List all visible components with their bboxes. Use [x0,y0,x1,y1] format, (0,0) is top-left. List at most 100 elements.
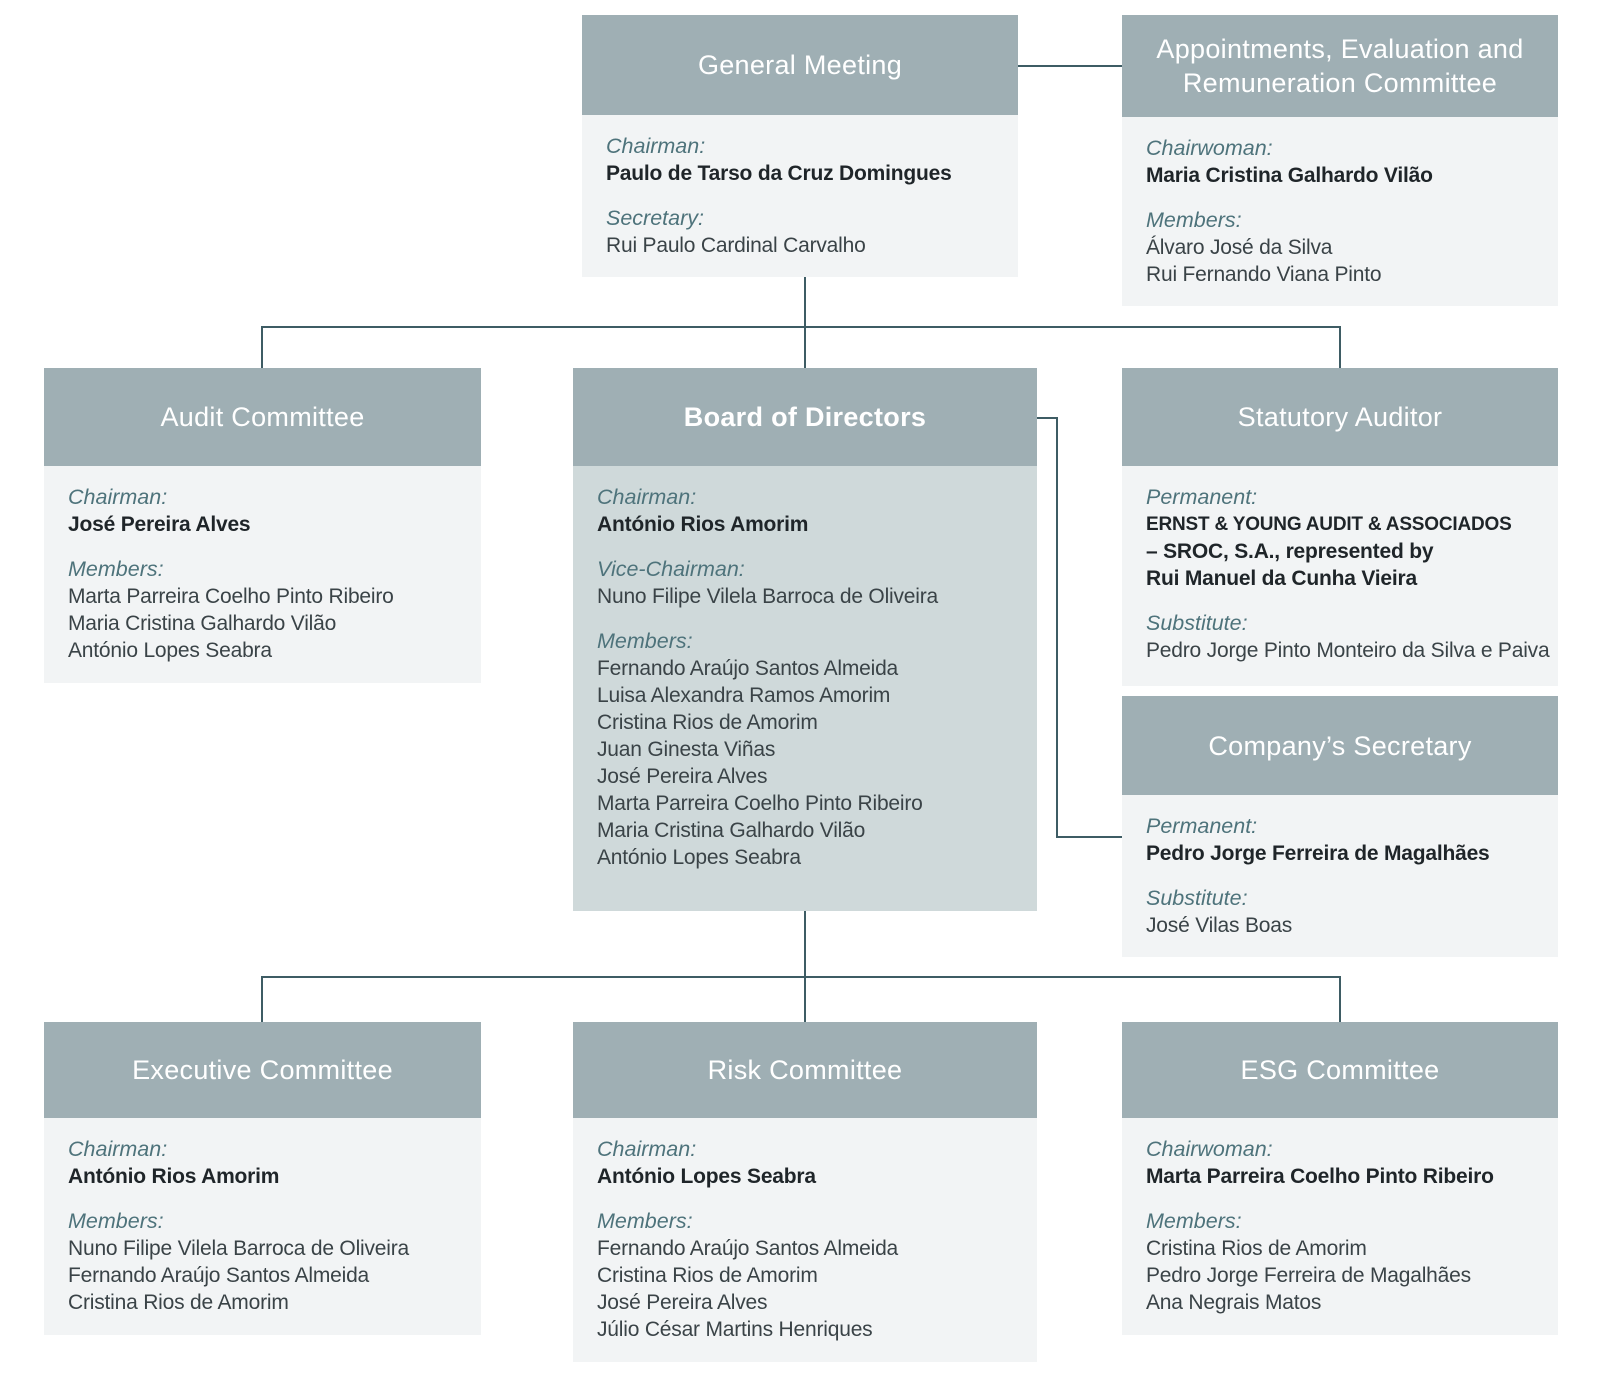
member-name: Pedro Jorge Ferreira de Magalhães [1146,1264,1471,1287]
role-label: Chairman: [68,485,168,509]
person-name: Paulo de Tarso da Cruz Domingues [606,162,952,185]
box-esg-committee-header: ESG Committee [1122,1022,1558,1118]
role-label: Vice-Chairman: [597,557,745,581]
member-name: Luisa Alexandra Ramos Amorim [597,684,891,707]
box-board-of-directors: Board of Directors Chairman: António Rio… [573,368,1037,911]
person-name: Nuno Filipe Vilela Barroca de Oliveira [597,585,939,608]
member-name: Rui Fernando Viana Pinto [1146,263,1382,286]
role-label: Members: [1146,1209,1242,1233]
role-section: Members: Cristina Rios de Amorim Pedro J… [1146,1208,1534,1316]
box-statutory-auditor-body: Permanent: ERNST & YOUNG AUDIT & ASSOCIA… [1122,466,1558,686]
role-label: Members: [68,1209,164,1233]
connector-row2-horizontal [261,326,1341,328]
person-name: José Pereira Alves [68,513,251,536]
role-section: Vice-Chairman: Nuno Filipe Vilela Barroc… [597,556,1013,610]
connector-row3-horizontal [261,976,1341,978]
connector-board-elbow-vertical [1056,417,1058,838]
role-label: Chairman: [597,1137,697,1161]
role-label: Substitute: [1146,886,1248,910]
role-section: Members: Nuno Filipe Vilela Barroca de O… [68,1208,457,1316]
role-section: Members: Fernando Araújo Santos Almeida … [597,628,1013,871]
box-risk-committee-body: Chairman: António Lopes Seabra Members: … [573,1118,1037,1362]
box-company-secretary-body: Permanent: Pedro Jorge Ferreira de Magal… [1122,795,1558,957]
member-name: Marta Parreira Coelho Pinto Ribeiro [68,585,394,608]
connector-drop-esg [1339,976,1341,1024]
role-label: Permanent: [1146,485,1258,509]
connector-drop-board [804,326,806,370]
person-name: António Rios Amorim [597,513,809,536]
member-name: Júlio César Martins Henriques [597,1318,873,1341]
person-name: Maria Cristina Galhardo Vilão [1146,164,1433,187]
person-name: Marta Parreira Coelho Pinto Ribeiro [1146,1165,1494,1188]
person-name: José Vilas Boas [1146,914,1293,937]
box-company-secretary-header: Company’s Secretary [1122,696,1558,795]
connector-drop-statutory [1339,326,1341,370]
member-name: Maria Cristina Galhardo Vilão [597,819,866,842]
box-audit-committee-title: Audit Committee [160,402,365,432]
box-statutory-auditor-header: Statutory Auditor [1122,368,1558,466]
box-appointments-committee-title: Appointments, Evaluation and Remuneratio… [1156,34,1524,98]
role-label: Chairman: [68,1137,168,1161]
role-section: Chairman: António Rios Amorim [68,1136,457,1190]
firm-name-continued: – SROC, S.A., represented by [1146,540,1434,563]
box-executive-committee-title: Executive Committee [132,1055,393,1085]
box-company-secretary: Company’s Secretary Permanent: Pedro Jor… [1122,696,1558,957]
role-label: Chairman: [606,134,706,158]
role-section: Members: Álvaro José da Silva Rui Fernan… [1146,207,1534,288]
role-section: Chairman: António Rios Amorim [597,484,1013,538]
box-company-secretary-title: Company’s Secretary [1208,730,1472,761]
member-name: Álvaro José da Silva [1146,236,1333,259]
box-executive-committee: Executive Committee Chairman: António Ri… [44,1022,481,1335]
box-audit-committee-body: Chairman: José Pereira Alves Members: Ma… [44,466,481,683]
box-appointments-committee-body: Chairwoman: Maria Cristina Galhardo Vilã… [1122,117,1558,306]
member-name: Marta Parreira Coelho Pinto Ribeiro [597,792,923,815]
role-section: Chairwoman: Marta Parreira Coelho Pinto … [1146,1136,1534,1190]
firm-name: ERNST & YOUNG AUDIT & ASSOCIADOS [1146,514,1512,535]
member-name: Cristina Rios de Amorim [597,1264,818,1287]
member-name: Juan Ginesta Viñas [597,738,776,761]
box-general-meeting-body: Chairman: Paulo de Tarso da Cruz Domingu… [582,115,1018,277]
box-general-meeting-header: General Meeting [582,15,1018,115]
role-section: Substitute: Pedro Jorge Pinto Monteiro d… [1146,610,1550,664]
member-name: Fernando Araújo Santos Almeida [68,1264,370,1287]
box-risk-committee-header: Risk Committee [573,1022,1037,1118]
role-section: Chairman: António Lopes Seabra [597,1136,1013,1190]
person-name: Pedro Jorge Pinto Monteiro da Silva e Pa… [1146,639,1550,662]
role-section: Permanent: Pedro Jorge Ferreira de Magal… [1146,813,1534,867]
role-label: Chairwoman: [1146,1137,1273,1161]
role-label: Permanent: [1146,814,1258,838]
member-name: Ana Negrais Matos [1146,1291,1322,1314]
connector-drop-audit [261,326,263,370]
role-label: Chairman: [597,485,697,509]
role-section: Chairwoman: Maria Cristina Galhardo Vilã… [1146,135,1534,189]
role-section: Secretary: Rui Paulo Cardinal Carvalho [606,205,994,259]
connector-general-meeting-drop [804,255,806,328]
role-label: Members: [597,629,693,653]
connector-board-to-secretary [1056,836,1122,838]
role-label: Members: [1146,208,1242,232]
box-risk-committee: Risk Committee Chairman: António Lopes S… [573,1022,1037,1362]
connector-drop-risk [804,976,806,1024]
member-name: Cristina Rios de Amorim [68,1291,289,1314]
person-name: António Lopes Seabra [597,1165,816,1188]
box-board-of-directors-body: Chairman: António Rios Amorim Vice-Chair… [573,466,1037,911]
box-general-meeting-title: General Meeting [697,50,903,80]
member-name: António Lopes Seabra [68,639,272,662]
box-statutory-auditor: Statutory Auditor Permanent: ERNST & YOU… [1122,368,1558,686]
person-name: Rui Paulo Cardinal Carvalho [606,234,866,257]
member-name: Fernando Araújo Santos Almeida [597,657,899,680]
member-name: Cristina Rios de Amorim [597,711,818,734]
member-name: Fernando Araújo Santos Almeida [597,1237,899,1260]
connector-drop-executive [261,976,263,1024]
member-name: Maria Cristina Galhardo Vilão [68,612,337,635]
person-name: Pedro Jorge Ferreira de Magalhães [1146,842,1490,865]
member-name: Cristina Rios de Amorim [1146,1237,1367,1260]
role-section: Members: Marta Parreira Coelho Pinto Rib… [68,556,457,664]
box-appointments-committee: Appointments, Evaluation and Remuneratio… [1122,15,1558,306]
role-label: Chairwoman: [1146,136,1273,160]
box-audit-committee: Audit Committee Chairman: José Pereira A… [44,368,481,683]
box-risk-committee-title: Risk Committee [707,1055,903,1085]
role-label: Secretary: [606,206,704,230]
role-section: Chairman: José Pereira Alves [68,484,457,538]
